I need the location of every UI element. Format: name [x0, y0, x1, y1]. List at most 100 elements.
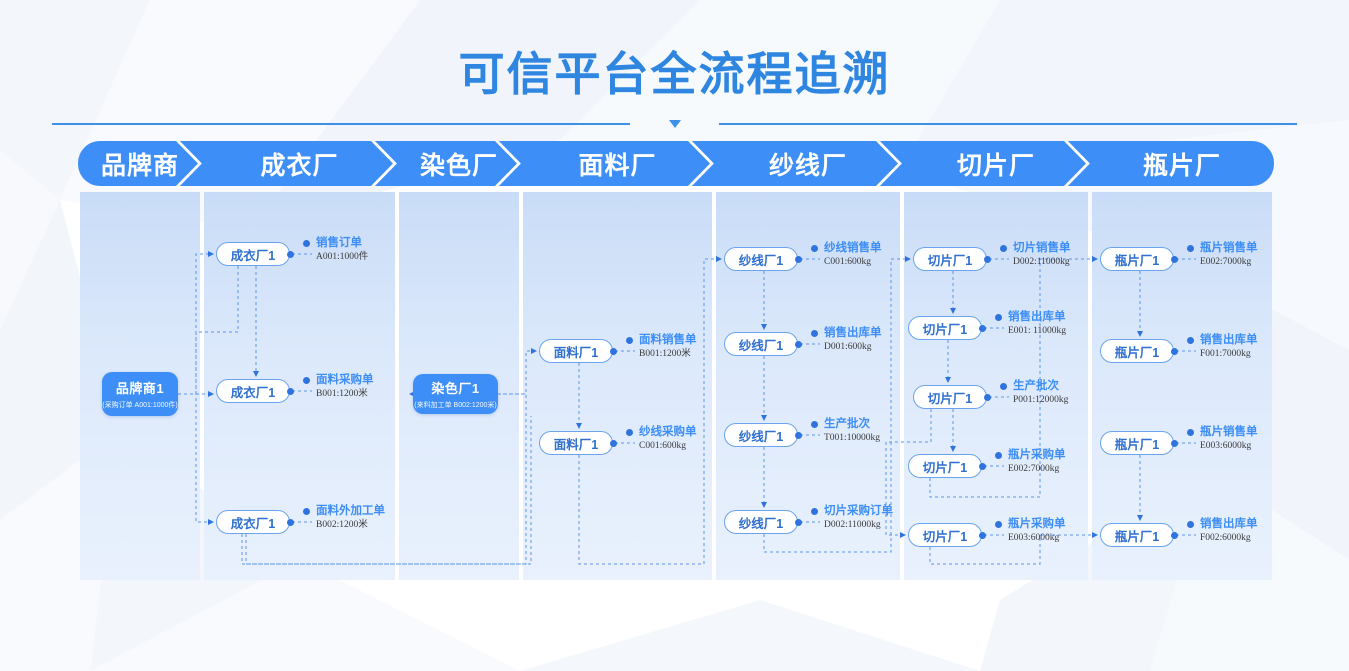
entity-node-chip-2[interactable]: 切片厂1: [908, 316, 986, 340]
stage-chevron-arrow-icon: [876, 141, 906, 186]
entity-node-yarn-2[interactable]: 纱线厂1: [724, 332, 802, 356]
entity-node-label: 瓶片厂1: [1114, 253, 1160, 268]
entity-node-fabric-2[interactable]: 面料厂1: [539, 431, 617, 455]
document-code: E001: 11000kg: [1008, 326, 1066, 336]
stage-chevron-label: 瓶片厂: [1142, 151, 1221, 180]
entity-node-chip-5[interactable]: 切片厂1: [908, 523, 986, 547]
document-name: 销售出库单: [824, 327, 882, 339]
document-name: 瓶片销售单: [1200, 426, 1258, 438]
node-connector-dot: [983, 255, 991, 263]
document-label-fabric-2[interactable]: 纱线采购单 C001:600kg: [626, 426, 697, 453]
entity-node-chip-3[interactable]: 切片厂1: [913, 385, 991, 409]
stage-chevron-bar: 品牌商 成衣厂 染色厂面料厂纱线厂切片厂 瓶片厂: [78, 141, 1274, 186]
entity-node-garment-3[interactable]: 成衣厂1: [216, 510, 294, 534]
node-connector-dot: [1170, 439, 1178, 447]
entity-node-garment-1[interactable]: 成衣厂1: [216, 242, 294, 266]
document-name: 生产批次: [824, 418, 870, 430]
document-bullet-icon: [626, 337, 633, 344]
document-name: 面料销售单: [639, 334, 697, 346]
node-connector-dot: [794, 255, 802, 263]
document-name: 纱线销售单: [824, 242, 882, 254]
document-bullet-icon: [303, 240, 310, 247]
stage-chevron-2[interactable]: 成衣厂: [202, 141, 397, 186]
entity-node-label: 切片厂1: [922, 460, 968, 475]
node-connector-dot: [1170, 531, 1178, 539]
stage-chevron-label: 染色厂: [419, 151, 498, 180]
document-code: B001:1200米: [316, 389, 368, 399]
entity-node-yarn-4[interactable]: 纱线厂1: [724, 510, 802, 534]
stage-chevron-1[interactable]: 品牌商: [78, 141, 202, 186]
node-connector-dot: [983, 393, 991, 401]
stage-chevron-6[interactable]: 切片厂: [902, 141, 1090, 186]
entity-node-label: 成衣厂1: [230, 516, 276, 531]
document-name: 销售出库单: [1200, 334, 1258, 346]
stage-chevron-label: 成衣厂: [260, 151, 339, 180]
stage-chevron-5[interactable]: 纱线厂: [714, 141, 902, 186]
entity-node-yarn-1[interactable]: 纱线厂1: [724, 247, 802, 271]
entity-node-garment-2[interactable]: 成衣厂1: [216, 379, 294, 403]
entity-node-label: 成衣厂1: [230, 385, 276, 400]
node-connector-dot: [978, 531, 986, 539]
document-code: C001:600kg: [639, 441, 686, 451]
stage-chevron-3[interactable]: 染色厂: [397, 141, 521, 186]
entity-node-bottle-3[interactable]: 瓶片厂1: [1100, 431, 1178, 455]
document-bullet-icon: [1187, 521, 1194, 528]
stage-column-4: [523, 192, 712, 580]
document-code: F002:6000kg: [1200, 533, 1251, 543]
stage-chevron-4[interactable]: 面料厂: [521, 141, 714, 186]
entity-node-label: 纱线厂1: [738, 429, 784, 444]
document-bullet-icon: [1187, 245, 1194, 252]
document-code: E003:6000kg: [1008, 533, 1060, 543]
dye-factory-subtitle: (来料加工单 B002:1200米): [414, 402, 497, 409]
entity-node-bottle-2[interactable]: 瓶片厂1: [1100, 339, 1178, 363]
document-bullet-icon: [1000, 245, 1007, 252]
node-connector-dot: [794, 518, 802, 526]
document-code: B002:1200米: [316, 520, 368, 530]
document-bullet-icon: [303, 377, 310, 384]
entity-node-bottle-4[interactable]: 瓶片厂1: [1100, 523, 1178, 547]
entity-node-chip-4[interactable]: 切片厂1: [908, 454, 986, 478]
document-code: A001:1000件: [316, 252, 369, 262]
node-connector-dot: [609, 347, 617, 355]
entity-node-fabric-1[interactable]: 面料厂1: [539, 339, 617, 363]
brand-owner-title: 品牌商1: [115, 381, 165, 396]
stage-chevron-7[interactable]: 瓶片厂: [1090, 141, 1274, 186]
stage-chevron-arrow-icon: [688, 141, 718, 186]
document-bullet-icon: [811, 421, 818, 428]
entity-node-label: 瓶片厂1: [1114, 437, 1160, 452]
entity-node-label: 面料厂1: [553, 437, 599, 452]
document-bullet-icon: [995, 314, 1002, 321]
entity-node-yarn-3[interactable]: 纱线厂1: [724, 423, 802, 447]
document-code: T001:10000kg: [824, 433, 880, 443]
entity-node-chip-1[interactable]: 切片厂1: [913, 247, 991, 271]
document-code: E002:7000kg: [1008, 464, 1060, 474]
entity-node-bottle-1[interactable]: 瓶片厂1: [1100, 247, 1178, 271]
document-name: 生产批次: [1013, 380, 1059, 392]
document-label-yarn-3[interactable]: 生产批次 T001:10000kg: [811, 418, 880, 445]
dye-factory-node[interactable]: 染色厂1(来料加工单 B002:1200米): [413, 374, 498, 414]
document-name: 纱线采购单: [639, 426, 697, 438]
node-connector-dot: [794, 431, 802, 439]
brand-owner-node[interactable]: 品牌商1(采购订单 A001:1000件): [102, 372, 178, 416]
node-connector-dot: [286, 250, 294, 258]
document-bullet-icon: [1187, 337, 1194, 344]
document-code: D002:11000kg: [824, 520, 881, 530]
